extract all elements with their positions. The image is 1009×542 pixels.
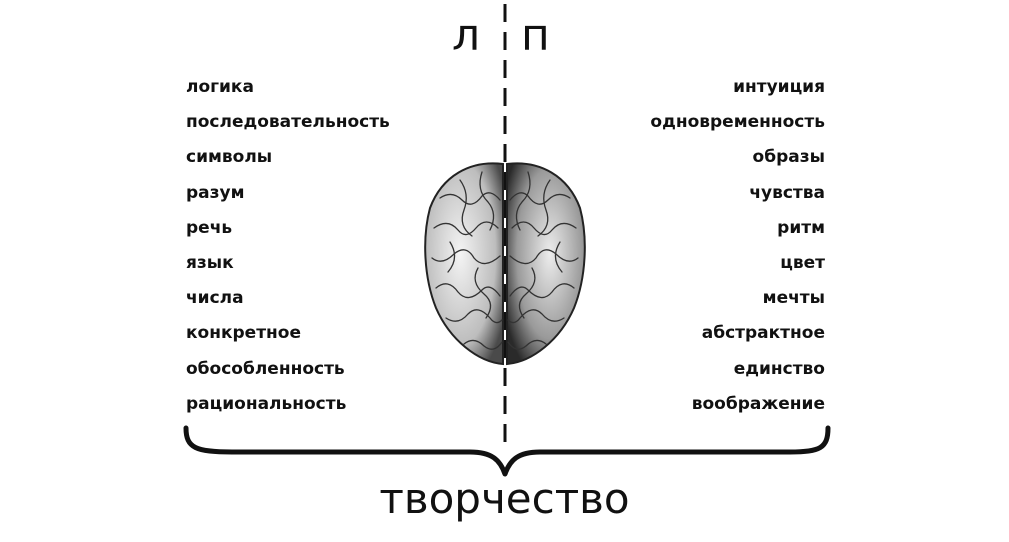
left-list-item: рациональность [186, 393, 347, 414]
right-list-item: одновременность [650, 112, 825, 133]
right-hemisphere-letter: п [521, 10, 550, 61]
right-list-item: образы [752, 147, 825, 168]
right-list-item: абстрактное [701, 323, 825, 344]
right-list-item: воображение [691, 393, 825, 414]
right-list-item: единство [733, 358, 825, 379]
left-list-item: конкретное [186, 323, 302, 344]
left-hemisphere-list: логика последовательность символы разум … [186, 76, 390, 428]
left-list-item: символы [186, 147, 273, 168]
left-list-item: последовательность [186, 112, 390, 133]
footer-label: творчество [379, 474, 630, 523]
left-list-item: числа [186, 288, 244, 309]
right-list-item: чувства [749, 182, 825, 203]
brain-icon [424, 162, 586, 366]
left-list-item: обособленность [186, 358, 345, 379]
right-list-item: цвет [780, 252, 825, 273]
right-hemisphere-list: интуиция одновременность образы чувства … [650, 76, 825, 428]
left-list-item: язык [186, 252, 234, 273]
right-list-item: интуиция [733, 77, 825, 97]
right-list-item: ритм [777, 217, 825, 238]
left-list-item: логика [186, 77, 254, 97]
left-hemisphere-letter: л [452, 10, 481, 61]
right-list-item: мечты [762, 288, 825, 309]
left-list-item: речь [186, 217, 233, 238]
left-list-item: разум [186, 182, 245, 203]
